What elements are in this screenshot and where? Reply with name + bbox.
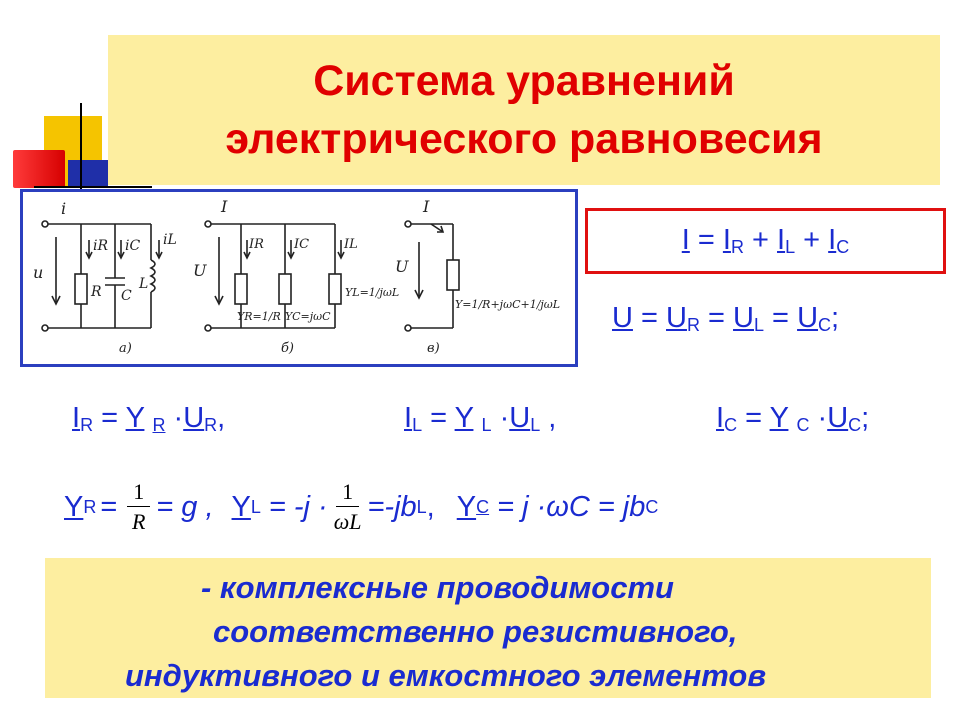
var-u: U (612, 302, 633, 334)
sub: R (83, 497, 97, 517)
sub-r: R (730, 237, 744, 257)
sub: C (724, 415, 738, 435)
ohm-formula-c: IC = Y C ·UC; (716, 402, 870, 435)
var-yr-a: Y (64, 491, 84, 523)
var-yc-a: Y (456, 491, 477, 523)
label-yl-b: YL=1/jωL (345, 286, 399, 299)
yc-result: = j ·ωC = jb (497, 491, 646, 523)
label-yc-b: YC=jωC (285, 310, 331, 323)
var-yr: Y (125, 402, 145, 434)
yl-prefix: = -j · (268, 491, 328, 523)
numerator: 1 (336, 478, 360, 507)
var-i: I (681, 224, 690, 256)
caption-a: а) (119, 341, 132, 356)
sub: C (848, 415, 862, 435)
denominator: ωL (333, 509, 362, 534)
decor-horizontal-line (34, 186, 152, 188)
var-il-o: I (404, 402, 413, 434)
sub: L (250, 497, 261, 517)
label-r: R (90, 284, 102, 300)
var-ul-o: U (509, 402, 531, 434)
title-line-2: электрического равновесия (225, 115, 823, 163)
decor-blue-block (68, 160, 108, 186)
current-sum-formula-box: I = IR + IL + IC (585, 208, 946, 274)
label-il: iL (163, 232, 177, 248)
fraction-1-over-omega-l: 1 ωL (334, 478, 362, 537)
var-yl: Y (454, 402, 474, 434)
denominator: R (132, 509, 146, 534)
var-ir-o: I (72, 402, 81, 434)
label-l: L (138, 276, 148, 292)
ohm-formula-r: IR = Y R ·UR, (72, 402, 226, 435)
explanation-box: - комплексные проводимости соответственн… (45, 558, 931, 698)
var-yc: Y (769, 402, 789, 434)
circuit-c: I U Y=1/R+jωC+1/jωL в) (395, 197, 560, 356)
label-u: u (33, 263, 43, 282)
explanation-line-2: соответственно резистивного, (213, 614, 738, 649)
label-y-c: Y=1/R+jωC+1/jωL (455, 298, 560, 311)
circuit-a: i u iR iC iL R C L а) (33, 199, 177, 356)
sub: L (412, 415, 423, 435)
sub-l: L (753, 315, 764, 335)
caption-b: б) (281, 341, 294, 356)
decor-red-block (13, 150, 65, 188)
label-i-b: I (220, 197, 228, 216)
var-ur: U (666, 302, 687, 334)
yl-result: =-jb (367, 491, 417, 523)
sub-l: L (785, 237, 796, 257)
sub-c: C (836, 237, 850, 257)
circuit-b: I U IR IC IL YR=1/R YC=jωC YL=1/jωL б) (193, 197, 399, 356)
sub: L (416, 497, 427, 517)
label-i: i (61, 199, 66, 218)
sub: C (645, 497, 659, 517)
label-u-c: U (395, 257, 409, 276)
sub: R (204, 415, 218, 435)
var-ir: I (722, 224, 731, 256)
label-u-b: U (193, 261, 207, 280)
var-uc: U (797, 302, 819, 334)
decor-vertical-line (80, 103, 82, 191)
label-il-b: IL (343, 237, 358, 252)
sub: C (796, 415, 810, 435)
sub: R (80, 415, 94, 435)
yr-result: = g , (156, 491, 214, 523)
title-line-1: Система уравнений (313, 57, 735, 105)
sub: L (530, 415, 541, 435)
var-ic-o: I (716, 402, 725, 434)
var-il: I (777, 224, 786, 256)
var-uc-o: U (827, 402, 849, 434)
sub: L (481, 415, 492, 435)
sub: C (476, 497, 490, 517)
sub-c: C (818, 315, 832, 335)
explanation-line-3: индуктивного и емкостного элементов (125, 658, 767, 693)
circuit-diagram: i u iR iC iL R C L а) I U IR IC (33, 197, 560, 356)
title-box: Система уравнений электрического равнове… (108, 35, 940, 185)
var-ic: I (828, 224, 837, 256)
var-ul: U (733, 302, 754, 334)
label-c: C (121, 288, 132, 304)
label-ir-b: IR (248, 237, 264, 252)
sub: R (152, 415, 166, 435)
voltage-formula: U = UR = UL = UC; (612, 302, 840, 335)
fraction-1-over-r: 1 R (127, 478, 151, 537)
label-ic: iC (125, 238, 140, 254)
explanation-line-1: - комплексные проводимости (201, 570, 674, 605)
label-i-c: I (422, 197, 430, 216)
current-sum-formula: I = IR + IL + IC (681, 224, 850, 257)
circuit-diagram-panel: i u iR iC iL R C L а) I U IR IC (20, 189, 578, 367)
label-ir: iR (93, 238, 108, 254)
label-ic-b: IC (293, 237, 309, 252)
label-yr-b: YR=1/R (237, 310, 281, 323)
numerator: 1 (127, 478, 151, 507)
sub-r: R (686, 315, 700, 335)
var-yl-a: Y (231, 491, 251, 523)
ohm-formula-l: IL = Y L ·UL , (404, 402, 557, 435)
var-ur-o: U (183, 402, 205, 434)
caption-c: в) (427, 341, 440, 356)
